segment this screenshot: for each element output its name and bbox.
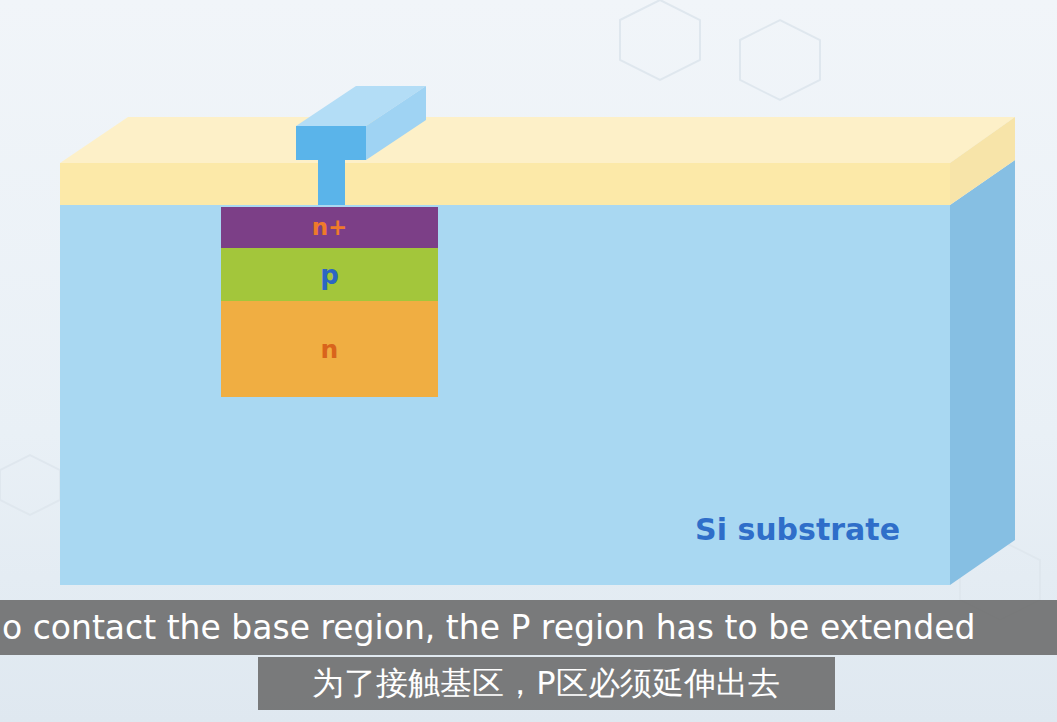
region-label: n: [321, 337, 339, 362]
subtitle-bar-chinese: [258, 657, 835, 710]
metal-front-face: [296, 126, 366, 160]
substrate-front-face: Si substrate n+ p n: [60, 205, 950, 585]
substrate-side-face: [950, 160, 1015, 585]
oxide-side-face: [950, 117, 1015, 205]
oxide-top-face: [60, 117, 1015, 163]
region-label: n+: [312, 216, 348, 239]
subtitle-chinese: 为了接触基区，P区必须延伸出去: [312, 667, 779, 699]
region-label: p: [320, 262, 339, 288]
subtitle-english: o contact the base region, the P region …: [2, 611, 975, 644]
base-region: p: [221, 248, 438, 301]
region-label: Si substrate: [695, 515, 900, 545]
subtitle-bar-english: [0, 600, 1057, 655]
oxide-front-face: [60, 163, 950, 205]
metal-side-face: [366, 86, 426, 160]
emitter-region: n+: [221, 207, 438, 248]
collector-region: n: [221, 301, 438, 397]
metal-stem: [318, 158, 345, 207]
background-hexagons: [0, 0, 1040, 620]
